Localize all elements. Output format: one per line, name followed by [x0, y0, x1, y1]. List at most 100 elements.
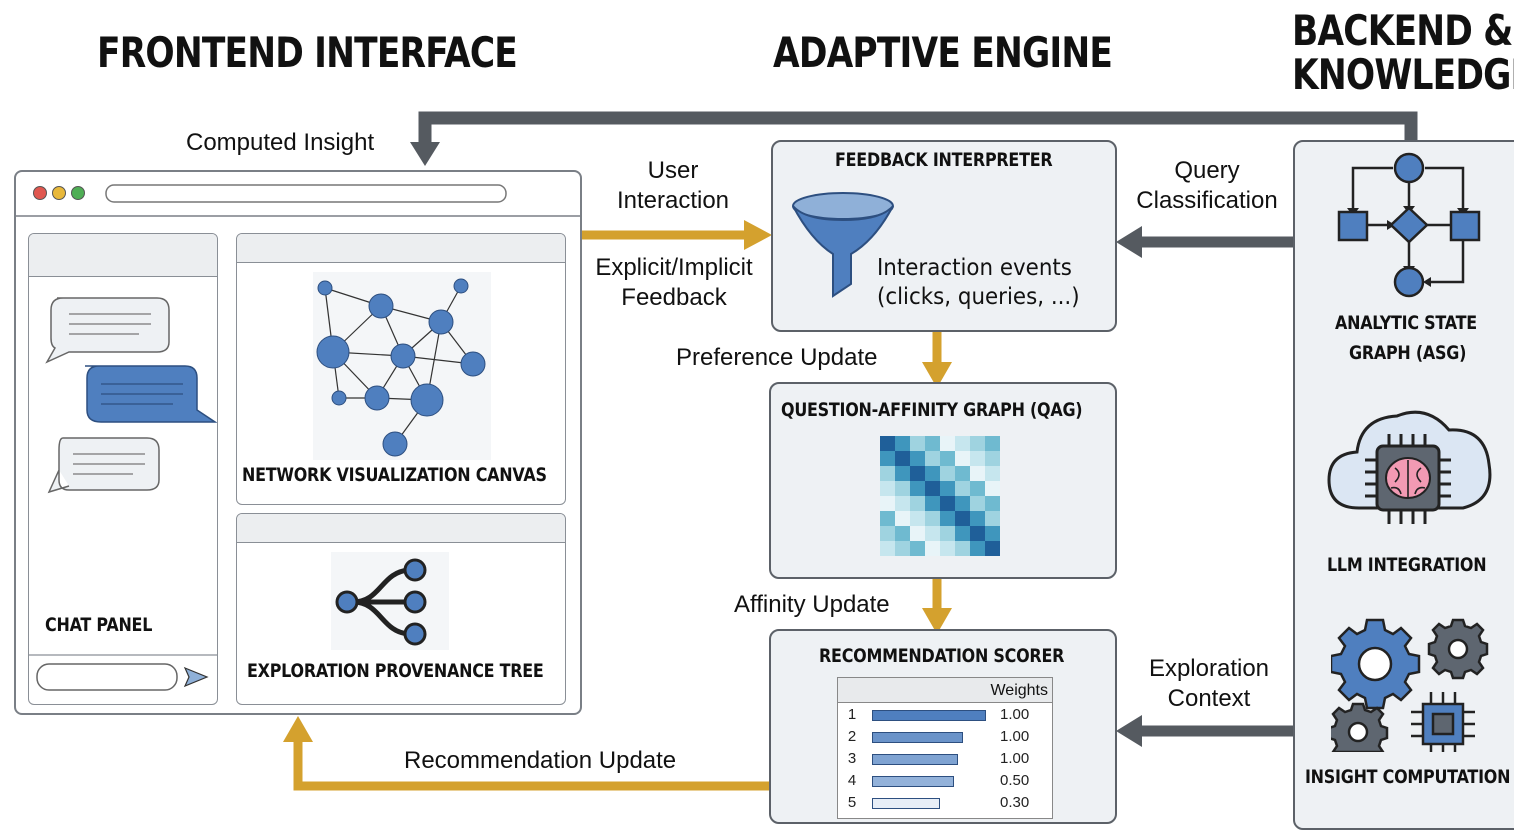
- computed-insight-arrow: [418, 111, 1418, 145]
- heatmap-cell: [910, 436, 925, 451]
- weight-value: 0.50: [1000, 772, 1030, 789]
- chat-panel-label: CHAT PANEL: [45, 614, 153, 636]
- heatmap-cell: [955, 466, 970, 481]
- funnel-icon: [792, 192, 894, 298]
- heatmap-cell: [940, 436, 955, 451]
- maximize-dot-icon: [71, 186, 85, 200]
- send-icon: [183, 666, 209, 688]
- heatmap-cell: [970, 436, 985, 451]
- heatmap-cell: [985, 466, 1000, 481]
- preference-update-arrowhead: [922, 362, 952, 388]
- heatmap-cell: [895, 496, 910, 511]
- weight-rank: 4: [847, 772, 857, 789]
- weight-bar: [872, 710, 986, 721]
- heatmap-cell: [970, 496, 985, 511]
- heatmap-cell: [925, 466, 940, 481]
- weight-bar: [872, 754, 958, 765]
- heatmap-cell: [985, 496, 1000, 511]
- user-interaction-label-1: User: [647, 157, 699, 184]
- heatmap-cell: [910, 496, 925, 511]
- weight-value: 0.30: [1000, 794, 1030, 811]
- browser-chrome: [16, 184, 580, 217]
- qag-title: QUESTION-AFFINITY GRAPH (QAG): [781, 399, 1083, 421]
- heatmap-cell: [925, 526, 940, 541]
- user-interaction-label-2: Interaction: [616, 187, 730, 214]
- weight-value: 1.00: [1000, 728, 1030, 745]
- heatmap-cell: [895, 466, 910, 481]
- heatmap-cell: [970, 511, 985, 526]
- recommendation-update-arrowhead: [283, 716, 313, 742]
- browser-window: CHAT PANEL NETWORK: [14, 170, 582, 715]
- recommendation-update-arrow: [293, 738, 771, 791]
- heatmap-cell: [910, 451, 925, 466]
- asg-label-line2: GRAPH (ASG): [1349, 342, 1467, 364]
- network-graph-icon: [313, 272, 491, 460]
- heatmap-cell: [925, 496, 940, 511]
- heatmap-cell: [970, 481, 985, 496]
- feedback-interpreter-title: FEEDBACK INTERPRETER: [835, 149, 1053, 171]
- heatmap-cell: [940, 541, 955, 556]
- analytic-state-graph-icon: [1337, 152, 1481, 298]
- heatmap-cell: [880, 451, 895, 466]
- heatmap-cell: [895, 481, 910, 496]
- heatmap-cell: [970, 466, 985, 481]
- backend-panel: ANALYTIC STATE GRAPH (ASG) LLM INTEGRATI…: [1293, 140, 1514, 830]
- weight-bar: [872, 798, 940, 809]
- insight-computation-label: INSIGHT COMPUTATION: [1305, 766, 1511, 788]
- heatmap-cell: [955, 436, 970, 451]
- heatmap-cell: [955, 496, 970, 511]
- heatmap-cell: [910, 466, 925, 481]
- provenance-tree-label: EXPLORATION PROVENANCE TREE: [247, 660, 544, 682]
- heatmap-cell: [910, 526, 925, 541]
- affinity-update-arrowhead: [922, 608, 952, 634]
- asg-label-line1: ANALYTIC STATE: [1335, 312, 1477, 334]
- provenance-tree-header: [237, 514, 565, 543]
- heatmap-cell: [925, 481, 940, 496]
- heatmap-cell: [955, 541, 970, 556]
- heatmap-cell: [880, 466, 895, 481]
- explicit-feedback-label-1: Explicit/Implicit: [595, 254, 753, 281]
- weight-rank: 2: [847, 728, 857, 745]
- provenance-tree-pane: EXPLORATION PROVENANCE TREE: [236, 513, 566, 705]
- heatmap-cell: [880, 436, 895, 451]
- exploration-context-label-1: Exploration: [1148, 655, 1270, 682]
- chat-panel: CHAT PANEL: [28, 233, 218, 705]
- heatmap-cell: [970, 526, 985, 541]
- explicit-feedback-label-2: Feedback: [621, 284, 727, 311]
- heatmap-cell: [895, 511, 910, 526]
- heatmap-cell: [955, 526, 970, 541]
- weight-rank: 3: [847, 750, 857, 767]
- exploration-context-arrowhead: [1116, 715, 1142, 747]
- query-classification-label-2: Classification: [1136, 187, 1278, 214]
- close-dot-icon: [33, 186, 47, 200]
- heatmap-cell: [880, 511, 895, 526]
- affinity-heatmap: [880, 436, 1000, 556]
- chat-input-field: [36, 663, 178, 691]
- heatmap-cell: [955, 511, 970, 526]
- chat-bubble-1-icon: [45, 297, 170, 364]
- chat-panel-header: [29, 234, 217, 277]
- heatmap-cell: [970, 541, 985, 556]
- heatmap-cell: [955, 481, 970, 496]
- llm-cloud-brain-icon: [1327, 410, 1492, 524]
- heatmap-cell: [985, 451, 1000, 466]
- insight-computation-gears-icon: [1331, 618, 1489, 752]
- heatmap-cell: [895, 451, 910, 466]
- heatmap-cell: [970, 451, 985, 466]
- weight-rank: 5: [847, 794, 857, 811]
- weight-bar: [872, 732, 963, 743]
- heatmap-cell: [925, 511, 940, 526]
- heatmap-cell: [880, 496, 895, 511]
- weights-table-header: [838, 678, 1052, 703]
- affinity-update-label: Affinity Update: [734, 591, 890, 618]
- address-bar: [105, 184, 507, 203]
- heatmap-cell: [985, 481, 1000, 496]
